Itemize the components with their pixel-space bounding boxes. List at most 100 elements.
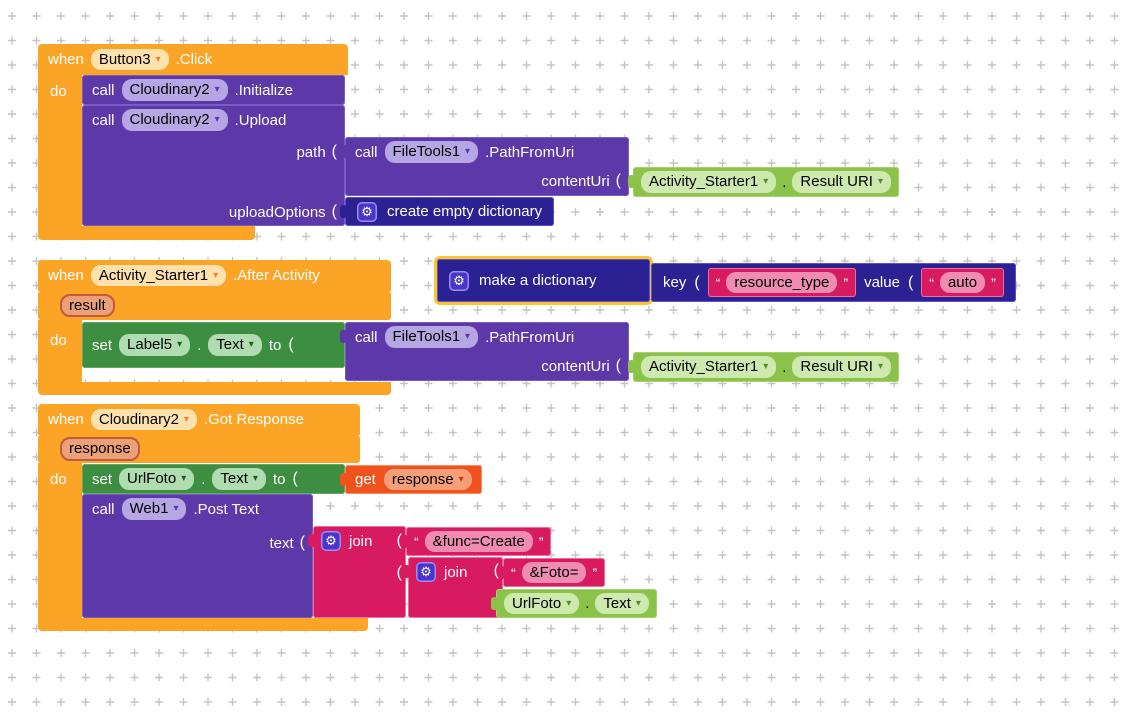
gear-icon[interactable]: ⚙ (416, 562, 436, 582)
method-label: .Upload (234, 111, 287, 129)
make-a-dictionary-block[interactable]: ⚙ make a dictionary (437, 259, 650, 302)
chevron-down-icon: ▾ (214, 84, 220, 95)
event-block-gotresponse[interactable]: when Cloudinary2 ▾ .Got Response (38, 404, 360, 435)
to-label: to (268, 336, 282, 354)
key-socket: ( (694, 273, 700, 291)
property-dropdown[interactable]: Result URI ▾ (792, 356, 891, 378)
component-dropdown[interactable]: Button3 ▾ (90, 48, 169, 71)
getter-activitystarter1-resulturi-block[interactable]: Activity_Starter1 ▾ . Result URI ▾ (628, 167, 899, 197)
chevron-down-icon: ▾ (465, 146, 471, 157)
getter-urlfoto-text-block[interactable]: UrlFoto ▾ . Text ▾ (491, 589, 657, 618)
join-label: join (444, 563, 468, 581)
open-quote: “ (929, 274, 934, 291)
event-param-result[interactable]: result (60, 293, 115, 318)
component-dropdown[interactable]: Activity_Starter1 ▾ (90, 264, 227, 287)
arg-label-text: text( (269, 534, 305, 552)
event-param-response[interactable]: response (60, 437, 140, 461)
chevron-down-icon: ▾ (635, 597, 641, 609)
component-dropdown[interactable]: Cloudinary2 ▾ (121, 109, 228, 131)
component-dropdown[interactable]: Cloudinary2 ▾ (90, 408, 197, 431)
method-label: .Initialize (234, 81, 293, 99)
chevron-down-icon: ▾ (177, 339, 183, 350)
event-block-button3-footer[interactable] (38, 226, 255, 240)
join-label: join (349, 532, 373, 550)
dot-label: . (585, 595, 590, 612)
chevron-down-icon: ▾ (248, 339, 254, 350)
component-dropdown[interactable]: UrlFoto ▾ (119, 468, 195, 490)
event-block-gotresponse-params[interactable]: response (38, 435, 360, 463)
gear-icon[interactable]: ⚙ (357, 201, 377, 222)
when-label: when (48, 411, 84, 428)
string-field[interactable]: &Foto= (521, 561, 587, 584)
join-block[interactable]: ⚙ join ( ( (403, 557, 503, 618)
do-label: do (50, 83, 67, 100)
variable-dropdown[interactable]: response ▾ (383, 468, 472, 491)
join-block[interactable]: ⚙ join ( ( (308, 526, 406, 618)
value-socket: ( (907, 273, 914, 291)
arg-label-contenturi: contentUri( (541, 172, 621, 190)
arg-label-path: path( (296, 143, 337, 161)
chevron-down-icon: ▾ (213, 269, 219, 281)
call-web1-posttext-block[interactable]: call Web1 ▾ .Post Text text( (82, 494, 313, 618)
value-socket: ( (288, 336, 294, 353)
dictionary-pair-block[interactable]: key ( “ resource_type ” value ( “ auto ” (651, 263, 1016, 302)
text-string-block[interactable]: “ &func=Create ” (400, 527, 552, 556)
method-label: .Post Text (193, 500, 260, 518)
event-block-afteractivity-footer[interactable] (38, 382, 391, 395)
component-dropdown[interactable]: Cloudinary2 ▾ (121, 79, 228, 101)
getter-activitystarter1-resulturi-block[interactable]: Activity_Starter1 ▾ . Result URI ▾ (628, 352, 899, 382)
event-block-afteractivity[interactable]: when Activity_Starter1 ▾ .After Activity (38, 260, 391, 291)
set-urlfoto-text-block[interactable]: set UrlFoto ▾ . Text ▾ to ( (82, 464, 345, 494)
event-block-gotresponse-spine[interactable]: do (38, 463, 82, 618)
get-response-block[interactable]: get response ▾ (340, 465, 482, 494)
gear-icon[interactable]: ⚙ (449, 270, 469, 291)
call-cloudinary2-initialize-block[interactable]: call Cloudinary2 ▾ .Initialize (82, 75, 345, 105)
create-empty-dictionary-block[interactable]: ⚙ create empty dictionary (339, 197, 555, 226)
close-quote: ” (991, 274, 996, 291)
property-dropdown[interactable]: Result URI ▾ (792, 171, 891, 193)
get-label: get (355, 471, 376, 488)
dot-label: . (782, 358, 787, 376)
component-dropdown[interactable]: FileTools1 ▾ (384, 326, 479, 348)
component-dropdown[interactable]: Label5 ▾ (119, 334, 191, 356)
string-field[interactable]: &func=Create (424, 530, 533, 553)
component-dropdown[interactable]: Web1 ▾ (121, 498, 187, 520)
event-block-button3-spine[interactable]: do (38, 75, 82, 226)
component-dropdown[interactable]: FileTools1 ▾ (384, 141, 479, 163)
set-label5-text-block[interactable]: set Label5 ▾ . Text ▾ to ( (82, 322, 345, 368)
do-label: do (50, 471, 67, 488)
event-block-afteractivity-spine[interactable]: do (38, 320, 82, 382)
chevron-down-icon: ▾ (252, 473, 258, 484)
component-dropdown[interactable]: Activity_Starter1 ▾ (641, 356, 777, 378)
call-label: call (92, 111, 115, 129)
event-name-label: .Got Response (203, 411, 304, 428)
close-quote: ” (843, 274, 849, 291)
chevron-down-icon: ▾ (566, 597, 572, 609)
component-dropdown[interactable]: UrlFoto ▾ (504, 592, 580, 615)
dot-label: . (197, 336, 202, 354)
gear-icon[interactable]: ⚙ (321, 531, 341, 551)
key-label: key (663, 274, 687, 291)
property-dropdown[interactable]: Text ▾ (208, 334, 262, 356)
value-socket: ( (292, 470, 298, 487)
event-block-gotresponse-footer[interactable] (38, 618, 368, 631)
open-quote: “ (414, 533, 419, 550)
string-field[interactable]: resource_type (726, 271, 838, 294)
call-filetools1-pathfromuri-block[interactable]: call FileTools1 ▾ .PathFromUri contentUr… (340, 322, 629, 381)
call-cloudinary2-upload-block[interactable]: call Cloudinary2 ▾ .Upload path( uploadO… (82, 105, 345, 226)
text-string-block[interactable]: “ resource_type ” (707, 268, 857, 297)
call-label: call (92, 500, 115, 518)
property-dropdown[interactable]: Text ▾ (595, 592, 649, 615)
call-filetools1-pathfromuri-block[interactable]: call FileTools1 ▾ .PathFromUri contentUr… (340, 137, 629, 196)
event-name-label: .Click (175, 51, 213, 68)
property-dropdown[interactable]: Text ▾ (212, 468, 266, 490)
event-block-afteractivity-params[interactable]: result (38, 291, 391, 320)
component-dropdown[interactable]: Activity_Starter1 ▾ (641, 171, 777, 193)
when-label: when (48, 51, 84, 68)
block-label: make a dictionary (479, 272, 597, 289)
text-string-block[interactable]: “ &Foto= ” (497, 558, 606, 587)
string-field[interactable]: auto (939, 271, 986, 294)
event-block-button3-click[interactable]: when Button3 ▾ .Click (38, 44, 348, 75)
text-string-block[interactable]: “ auto ” (921, 268, 1004, 297)
